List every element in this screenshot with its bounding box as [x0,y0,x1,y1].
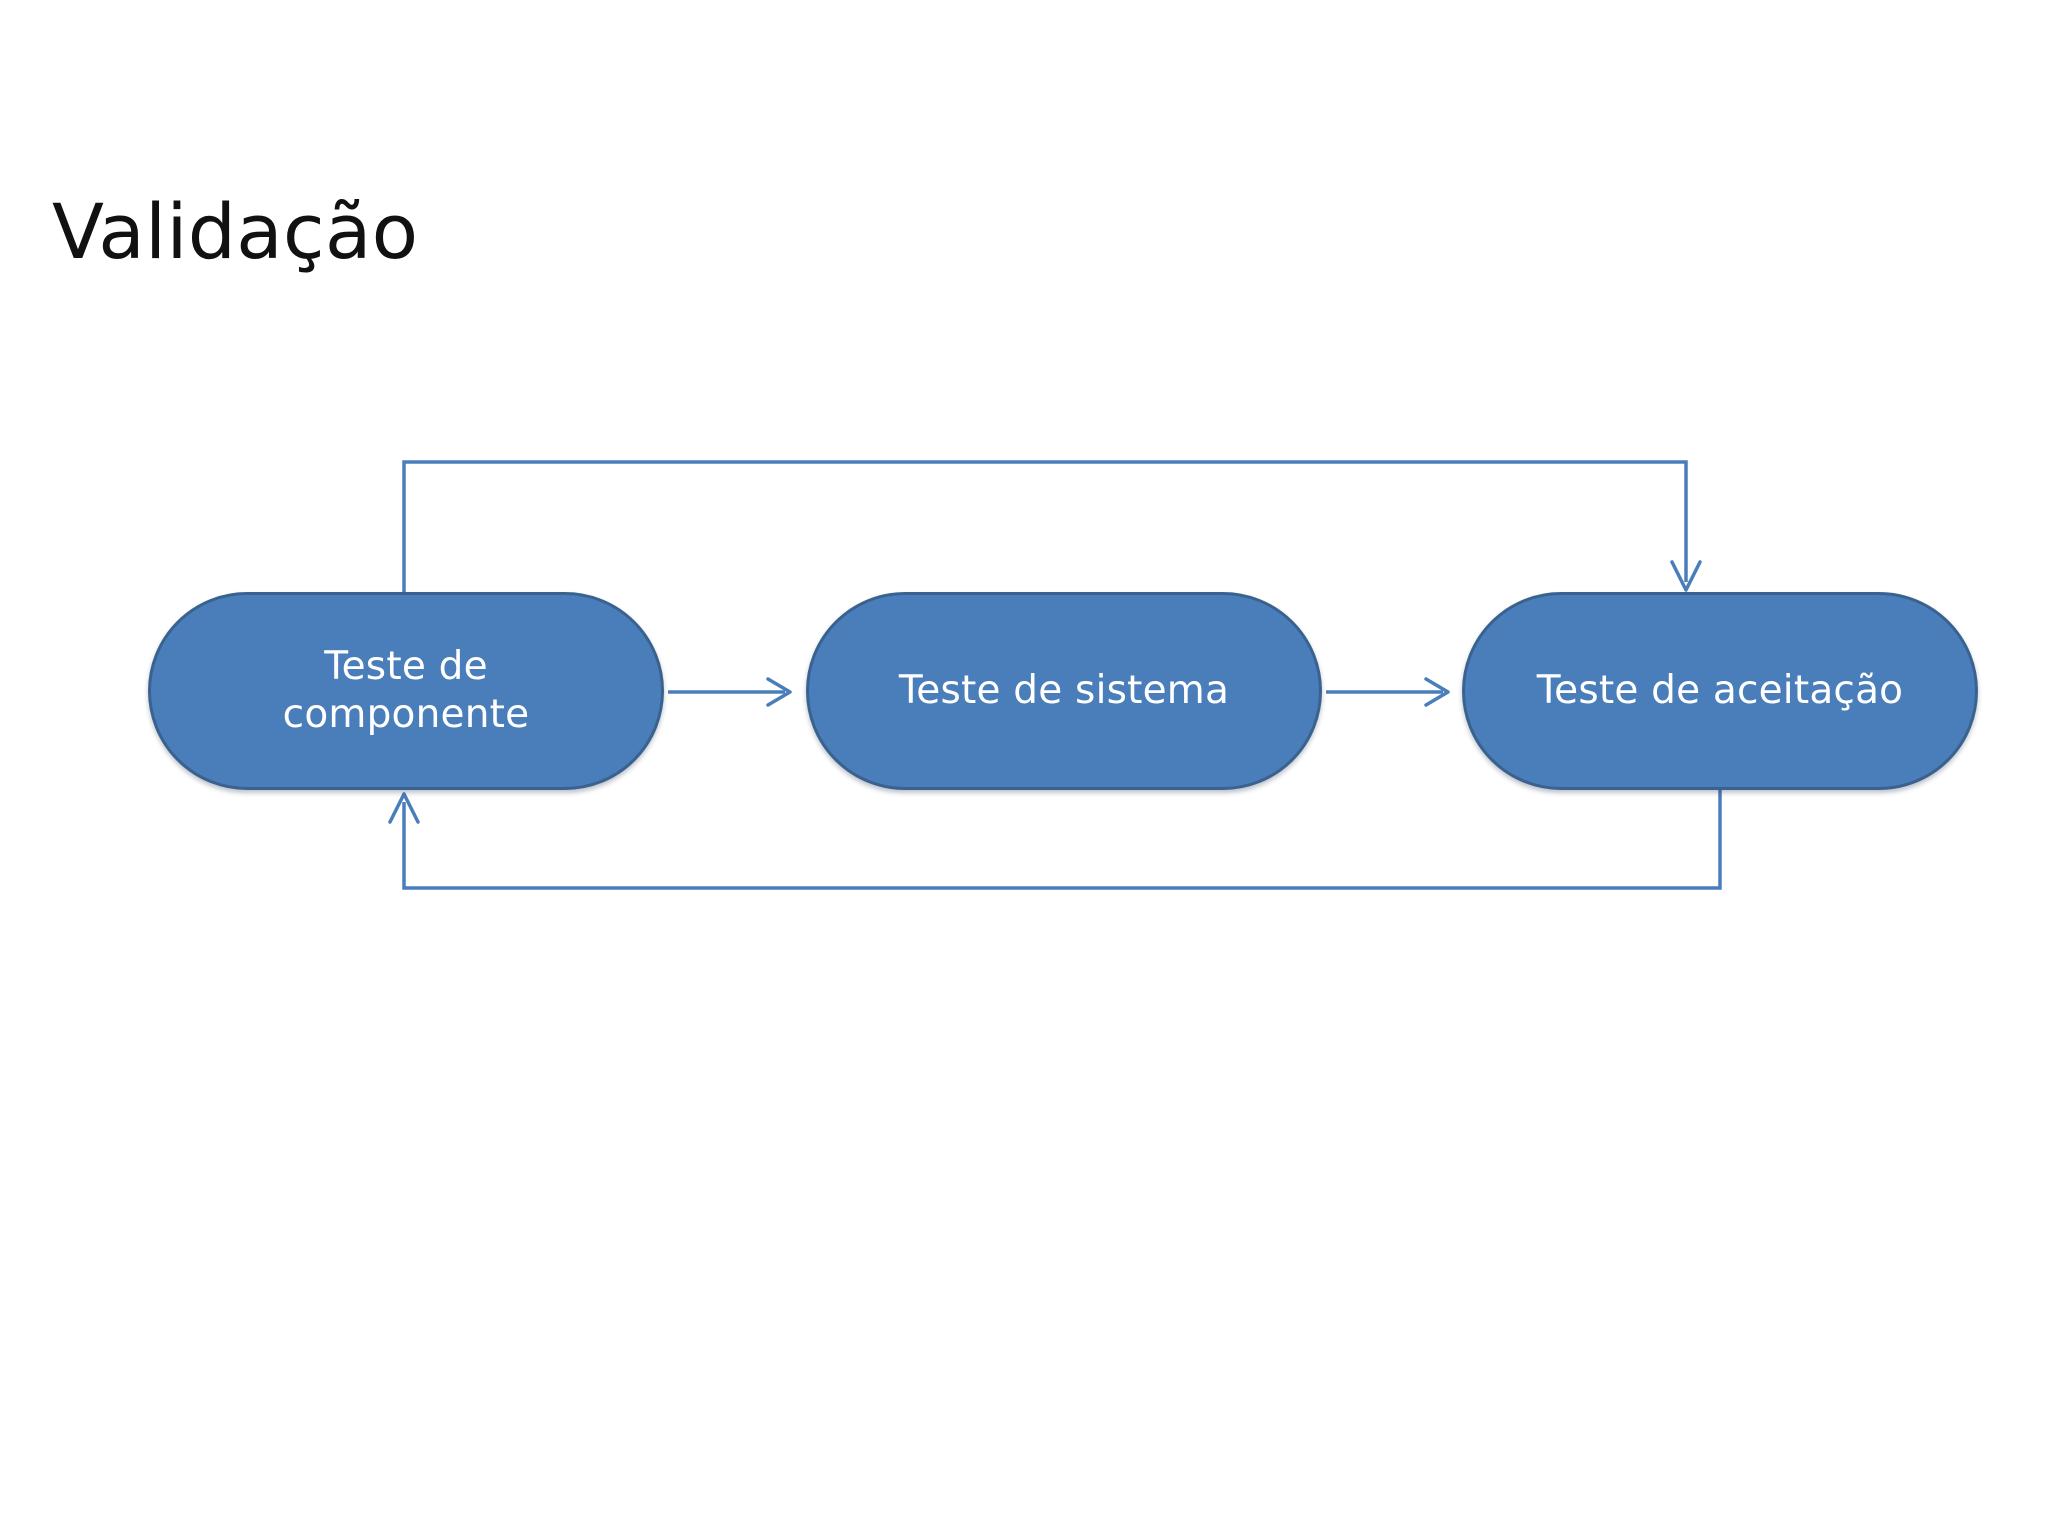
connector-feedback-top [402,460,1702,592]
page-title: Validação [52,187,419,276]
node-teste-de-aceitacao[interactable]: Teste de aceitação [1462,592,1978,790]
node-teste-de-sistema[interactable]: Teste de sistema [806,592,1322,790]
connector-feedback-bottom [388,790,1722,890]
connector-system-to-acceptance [1326,677,1450,707]
node-label: Teste de aceitação [1536,668,1904,714]
node-label: Teste de componente [282,644,530,737]
connector-component-to-system [668,677,792,707]
node-teste-de-componente[interactable]: Teste de componente [148,592,664,790]
node-label: Teste de sistema [898,668,1230,714]
